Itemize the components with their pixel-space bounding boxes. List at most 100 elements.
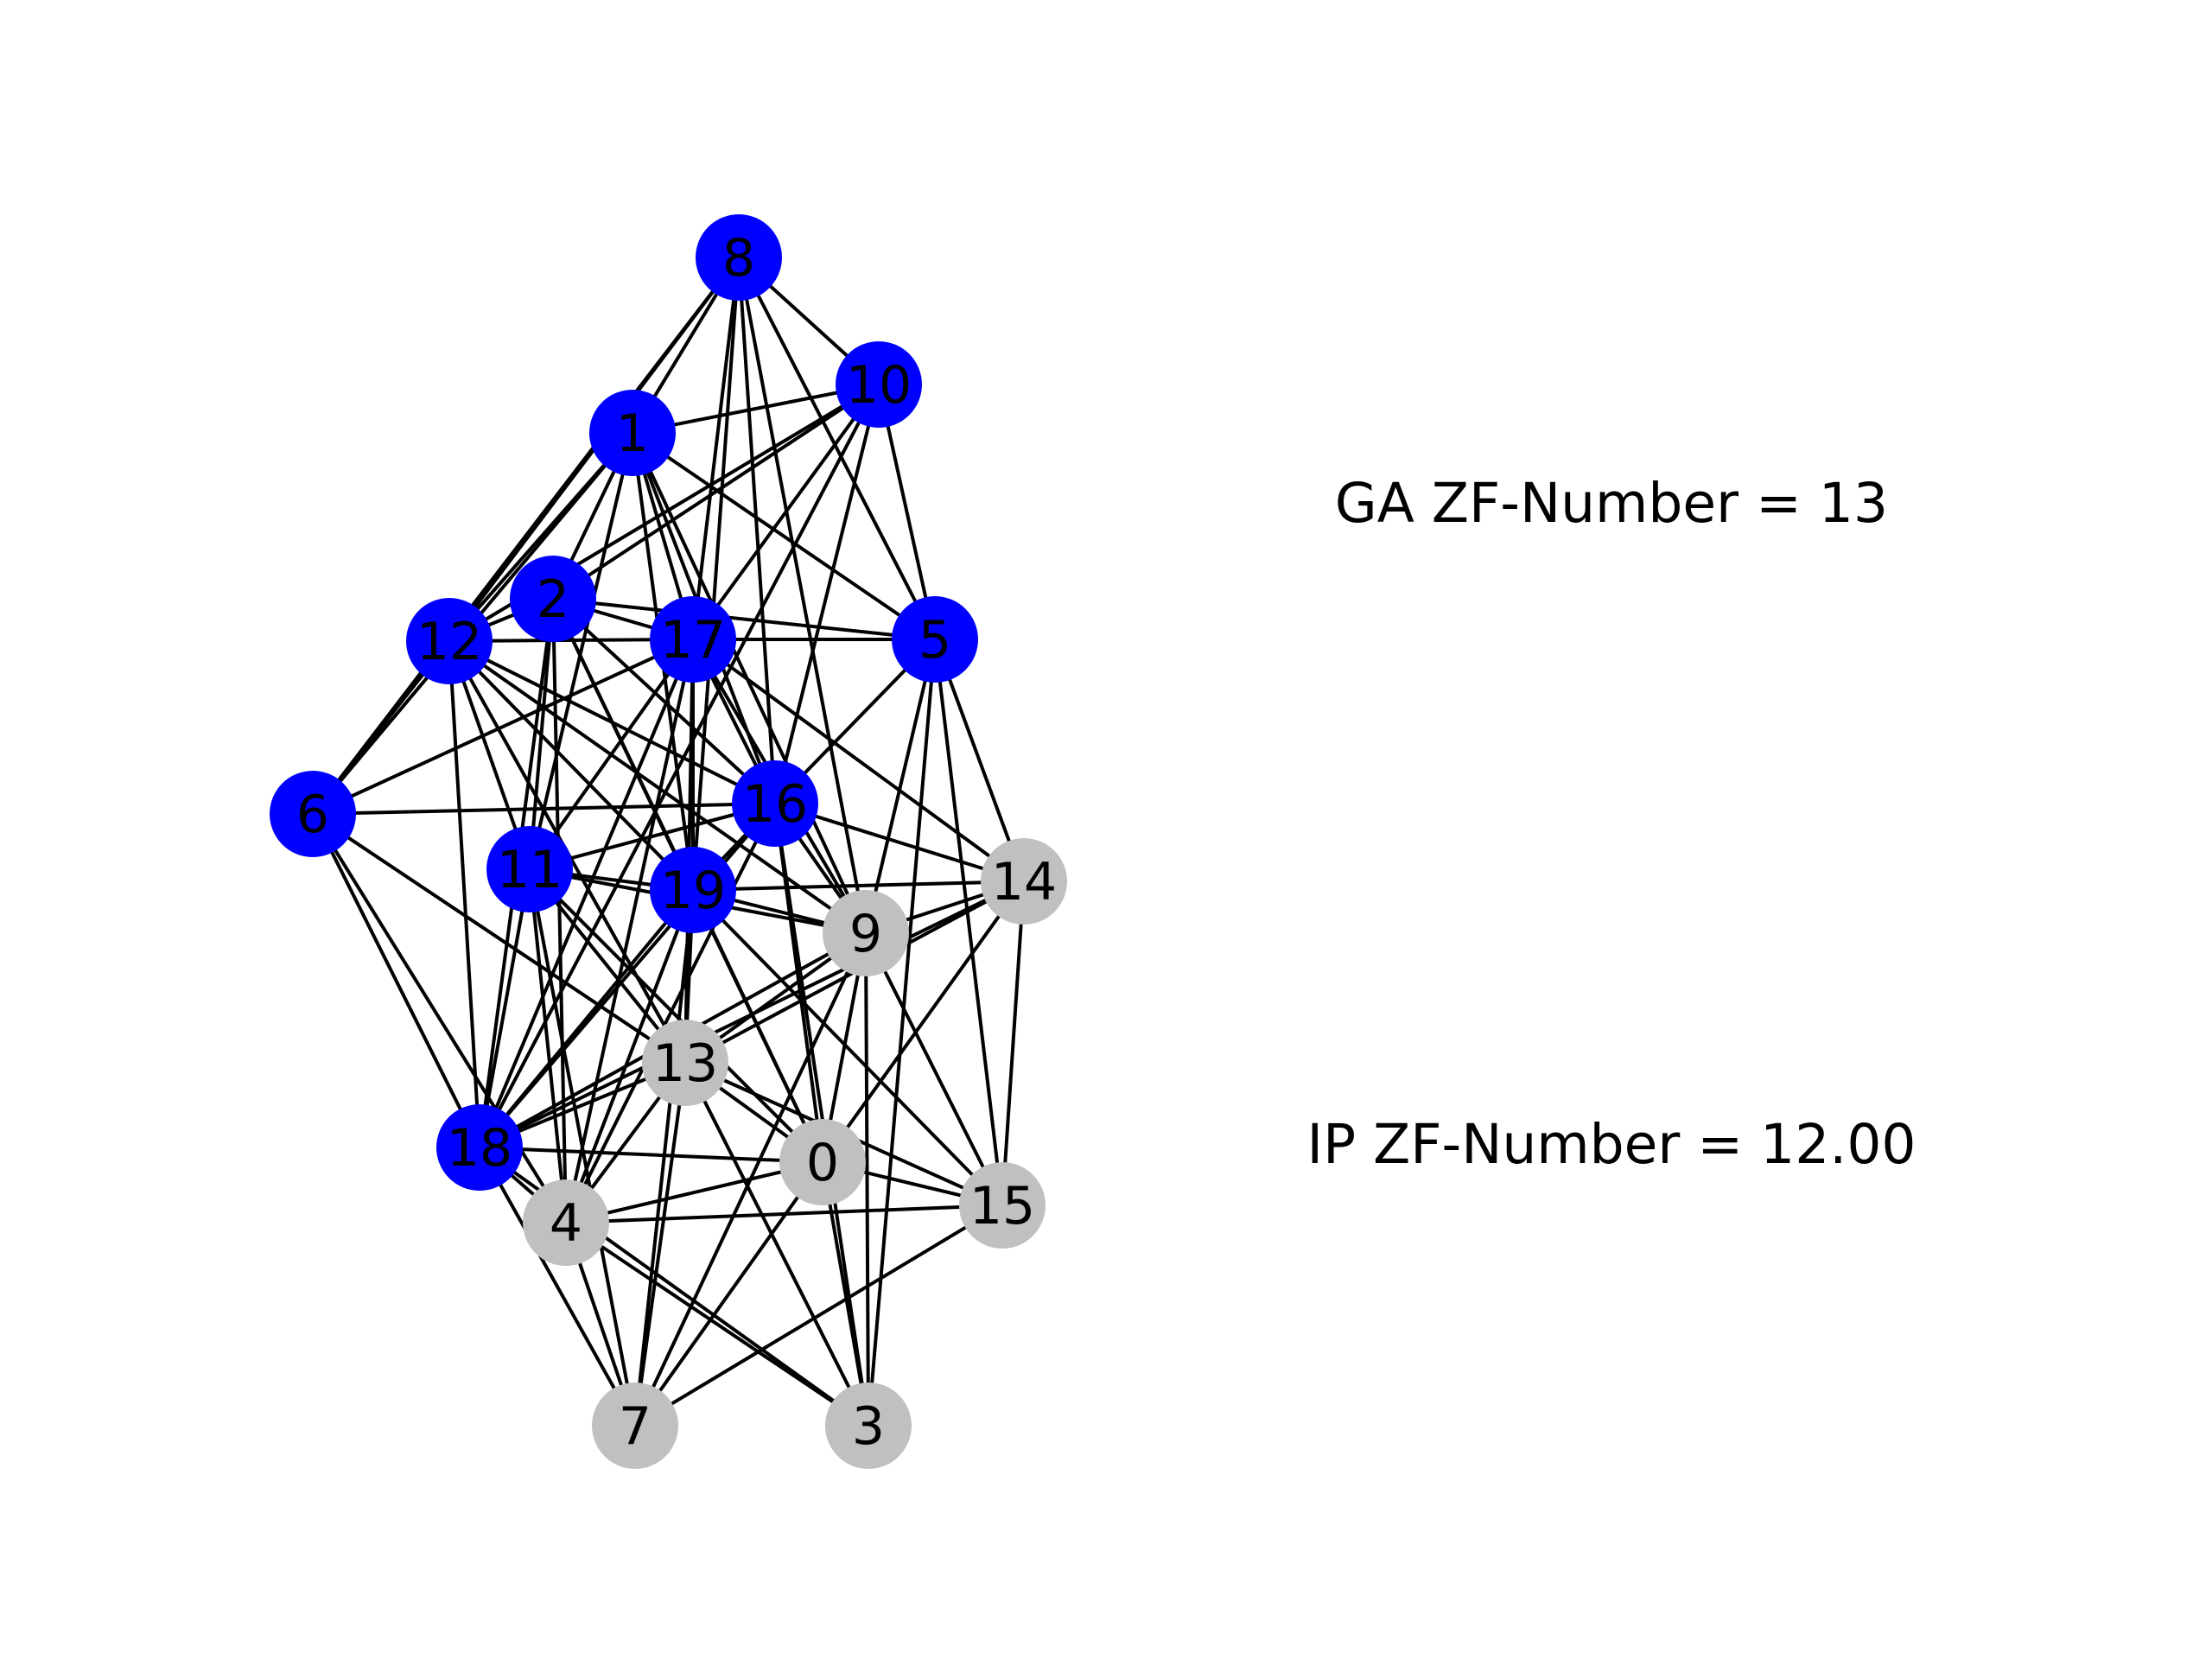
edge-5-15: [933, 639, 1004, 1206]
ip-zf-number-label: IP ZF-Number = 12.00: [1307, 1113, 1916, 1176]
edge-14-15: [1001, 880, 1026, 1206]
node-circle-15: [959, 1162, 1046, 1249]
edge-8-19: [691, 257, 741, 891]
node-label-10: 10: [846, 355, 912, 416]
edge-6-4: [311, 812, 568, 1224]
edge-17-4: [564, 639, 695, 1224]
edge-5-9: [864, 639, 937, 934]
node-circle-1: [589, 390, 676, 476]
node-label-11: 11: [497, 840, 563, 900]
edge-19-7: [633, 889, 695, 1427]
node-label-13: 13: [652, 1033, 718, 1094]
node-0: 0: [779, 1119, 866, 1205]
node-label-16: 16: [742, 774, 808, 835]
node-circle-2: [510, 556, 596, 642]
node-circle-8: [696, 214, 782, 301]
edge-10-16: [773, 384, 880, 804]
node-18: 18: [436, 1104, 523, 1191]
node-17: 17: [650, 596, 736, 683]
edge-12-19: [448, 639, 695, 892]
edge-19-18: [478, 888, 695, 1149]
edge-2-5: [552, 597, 936, 641]
node-circle-13: [642, 1020, 728, 1106]
edge-0-3: [821, 1161, 870, 1427]
edge-1-5: [631, 431, 937, 641]
edge-19-15: [691, 888, 1004, 1207]
node-label-0: 0: [806, 1133, 839, 1193]
edge-14-0: [821, 880, 1026, 1164]
edge-layer: [311, 256, 1026, 1427]
node-label-1: 1: [616, 404, 649, 464]
node-label-18: 18: [447, 1118, 512, 1179]
edge-17-18: [478, 639, 695, 1148]
edge-11-7: [528, 868, 637, 1427]
node-6: 6: [270, 771, 356, 857]
node-1: 1: [589, 390, 676, 476]
node-label-12: 12: [416, 612, 482, 672]
ga-zf-number-label: GA ZF-Number = 13: [1335, 472, 1888, 535]
edge-10-5: [877, 384, 937, 640]
edge-16-3: [773, 803, 870, 1427]
edge-15-7: [633, 1204, 1004, 1427]
node-14: 14: [981, 838, 1067, 925]
edge-8-9: [737, 257, 868, 934]
edge-2-16: [551, 597, 777, 805]
edge-0-4: [565, 1160, 823, 1224]
node-circle-11: [486, 826, 573, 912]
edge-8-5: [737, 257, 937, 640]
node-10: 10: [836, 341, 922, 428]
edge-11-18: [478, 868, 531, 1148]
node-label-5: 5: [918, 610, 951, 671]
node-circle-18: [436, 1104, 523, 1191]
edge-12-9: [448, 639, 868, 935]
edge-17-11: [528, 638, 695, 871]
edge-6-16: [312, 802, 776, 816]
node-4: 4: [523, 1179, 609, 1266]
node-circle-14: [981, 838, 1067, 925]
node-label-17: 17: [660, 610, 726, 671]
edge-4-3: [564, 1221, 870, 1427]
node-3: 3: [825, 1382, 912, 1469]
edge-6-18: [311, 813, 481, 1148]
node-2: 2: [510, 556, 596, 642]
edge-1-9: [631, 432, 868, 934]
node-label-3: 3: [852, 1396, 885, 1457]
node-circle-7: [592, 1382, 678, 1469]
node-label-2: 2: [537, 569, 569, 630]
node-7: 7: [592, 1382, 678, 1469]
edge-11-4: [528, 868, 568, 1224]
node-circle-0: [779, 1119, 866, 1205]
edge-13-3: [683, 1062, 870, 1427]
edge-15-4: [565, 1204, 1003, 1224]
edge-19-4: [564, 889, 695, 1224]
node-16: 16: [732, 760, 818, 847]
edge-19-14: [692, 880, 1025, 892]
node-circle-5: [892, 596, 978, 683]
edge-8-6: [311, 256, 741, 816]
edge-13-7: [633, 1062, 687, 1427]
edge-11-0: [528, 868, 824, 1164]
edge-18-0: [479, 1146, 823, 1164]
node-circle-16: [732, 760, 818, 847]
node-8: 8: [696, 214, 782, 301]
node-19: 19: [650, 847, 736, 933]
edge-6-13: [311, 812, 687, 1065]
edge-12-16: [448, 639, 776, 805]
node-label-4: 4: [550, 1193, 582, 1254]
node-circle-6: [270, 771, 356, 857]
node-circle-10: [836, 341, 922, 428]
node-circle-9: [823, 890, 909, 976]
edge-18-7: [478, 1147, 637, 1427]
node-circle-4: [523, 1179, 609, 1266]
edge-10-17: [691, 383, 880, 641]
node-label-19: 19: [660, 861, 726, 921]
node-9: 9: [823, 890, 909, 976]
node-label-7: 7: [619, 1396, 652, 1457]
edge-5-3: [867, 639, 937, 1427]
node-circle-12: [406, 598, 493, 684]
node-label-8: 8: [722, 228, 755, 289]
edge-1-11: [528, 432, 634, 870]
edge-0-7: [633, 1160, 824, 1427]
node-label-15: 15: [969, 1176, 1035, 1236]
